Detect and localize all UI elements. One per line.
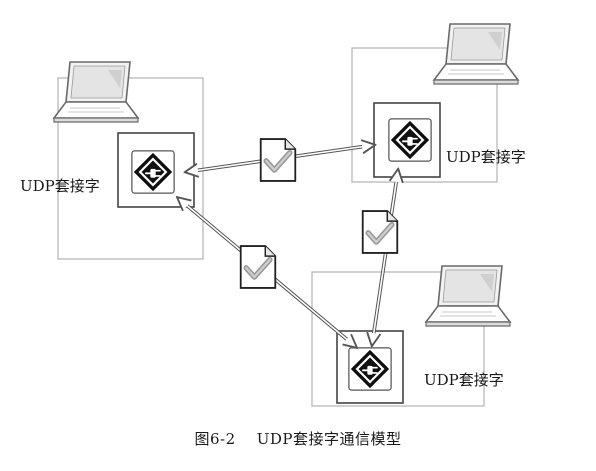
host-frame-right [351, 47, 498, 183]
plug-diamond-icon [131, 150, 175, 194]
plug-diamond-icon [388, 118, 432, 162]
laptop-icon [53, 61, 139, 123]
document-check-icon [363, 211, 398, 253]
link-right-bottom [372, 170, 398, 345]
laptop-icon [425, 265, 511, 327]
laptop-icon [433, 23, 519, 85]
node-label-right: UDP套接字 [446, 148, 526, 166]
diagram-canvas: UDP套接字 UDP套接字 UDP套接字 [20, 23, 526, 407]
document-check-icon [261, 139, 296, 181]
figure-caption: 图6-2 UDP套接字通信模型 [194, 430, 402, 448]
plug-diamond-icon [348, 347, 392, 391]
node-label-left: UDP套接字 [20, 177, 100, 195]
document-check-icon [241, 246, 276, 288]
node-label-bottom: UDP套接字 [424, 371, 504, 389]
